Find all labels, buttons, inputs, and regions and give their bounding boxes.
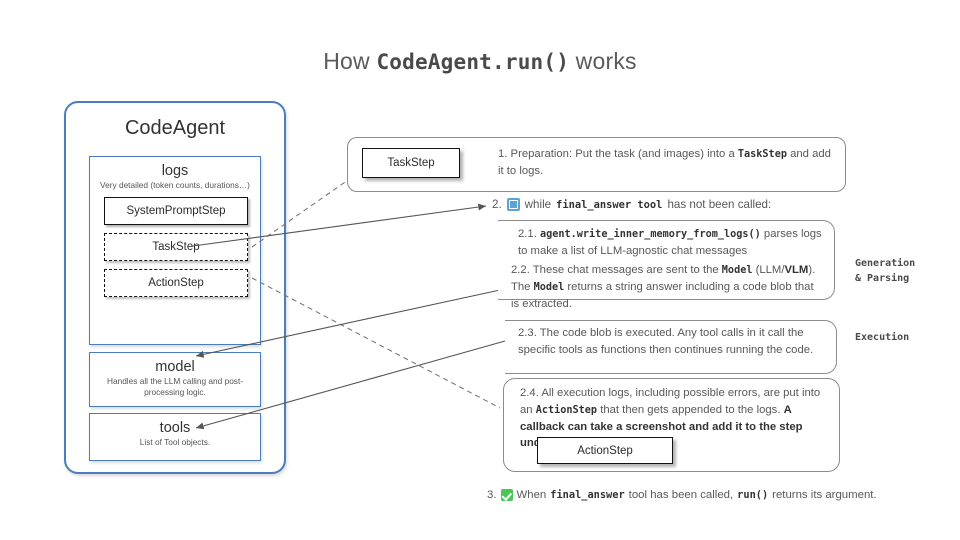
log-entry-systempromptstep[interactable]: SystemPromptStep (104, 197, 248, 225)
step-2-4-box: 2.4. All execution logs, including possi… (503, 378, 840, 472)
tools-title: tools (159, 420, 191, 436)
label-execution: Execution (855, 332, 910, 343)
codeagent-panel: CodeAgent logs Very detailed (token coun… (64, 101, 286, 474)
logs-subtitle: Very detailed (token counts, durations…) (100, 180, 250, 190)
check-icon (500, 489, 513, 501)
step-2-2-t1: These chat messages are sent to the (529, 264, 722, 276)
logs-box: logs Very detailed (token counts, durati… (89, 156, 261, 345)
step-2-1-t1: parses logs to make a list of LLM-agnost… (518, 228, 822, 257)
step-2-1-text: 2.1. agent.write_inner_memory_from_logs(… (518, 226, 823, 260)
step-2-number: 2. (492, 198, 502, 211)
step-2-code: final_answer tool (556, 198, 663, 211)
step-2-1-code: agent.write_inner_memory_from_logs() (539, 229, 761, 240)
step-1-text: 1. Preparation: Put the task (and images… (498, 146, 833, 179)
step-2-2-code1: Model (721, 265, 753, 276)
step-2-2-t3: ). The (511, 264, 816, 293)
execution-group: 2.3. The code blob is executed. Any tool… (505, 320, 837, 374)
step-2-t2: has not been called: (667, 198, 772, 211)
step-1-t2: and add it to logs. (498, 148, 831, 177)
page-title-code: CodeAgent.run() (376, 50, 570, 74)
model-box: model Handles all the LLM calling and po… (89, 352, 261, 407)
log-entry-taskstep[interactable]: TaskStep (104, 233, 248, 261)
step-3-number: 3. (487, 489, 497, 501)
page-title-post: works (569, 48, 637, 74)
step-2-4-text: 2.4. All execution logs, including possi… (520, 385, 828, 452)
step-3-t1: When (516, 489, 547, 501)
step-3-code2: run() (737, 489, 769, 501)
log-entry-actionstep[interactable]: ActionStep (104, 269, 248, 297)
step-1-t1: Preparation: Put the task (and images) i… (507, 148, 738, 160)
page-title-pre: How (323, 48, 377, 74)
step-2-2-t2: (LLM/ (752, 264, 785, 276)
step-1-box: TaskStep 1. Preparation: Put the task (a… (347, 137, 846, 192)
step-2-3-number: 2.3. (518, 327, 537, 339)
step-2-2-t4: returns a string answer including a code… (511, 280, 814, 310)
step-2-2-text: 2.2. These chat messages are sent to the… (511, 262, 821, 313)
model-subtitle: Handles all the LLM calling and post-pro… (106, 376, 244, 398)
step-2-4-t1: All execution logs, including possible e… (520, 387, 821, 416)
tools-box: tools List of Tool objects. (89, 413, 261, 461)
step-2-4-code1: ActionStep (535, 404, 598, 416)
page-title: How CodeAgent.run() works (0, 48, 960, 75)
step-3-text: 3. When final_answer tool has been calle… (487, 489, 877, 501)
step-2-2-code2: Model (533, 281, 565, 293)
step-3-t3: returns its argument. (772, 489, 877, 501)
step-1-code: TaskStep (737, 149, 787, 160)
step-2-header: 2. while final_answer tool has not been … (492, 198, 771, 211)
label-generation-parsing: Generation & Parsing (855, 258, 916, 284)
step-3-t2: tool has been called, (628, 489, 734, 501)
step-3-code1: final_answer (550, 489, 625, 501)
taskstep-chip[interactable]: TaskStep (362, 148, 460, 178)
step-2-4-number: 2.4. (520, 387, 539, 399)
step-2-2-number: 2.2. (511, 264, 530, 276)
generation-parsing-group: 2.1. agent.write_inner_memory_from_logs(… (498, 220, 835, 310)
tools-subtitle: List of Tool objects. (139, 437, 211, 447)
model-title: model (155, 359, 195, 375)
step-1-number: 1. (498, 148, 508, 160)
step-2-3-t1: The code blob is executed. Any tool call… (518, 327, 814, 356)
step-2-4-t2: that then gets appended to the logs. (597, 403, 784, 416)
step-2-3-text: 2.3. The code blob is executed. Any tool… (518, 325, 833, 358)
loop-icon (506, 198, 520, 211)
codeagent-title: CodeAgent (124, 117, 226, 139)
logs-title: logs (161, 163, 189, 179)
actionstep-chip[interactable]: ActionStep (537, 437, 673, 464)
step-2-1-number: 2.1. (518, 228, 537, 240)
step-2-t1: while (524, 198, 552, 211)
step-2-2-bold: VLM (784, 264, 809, 276)
